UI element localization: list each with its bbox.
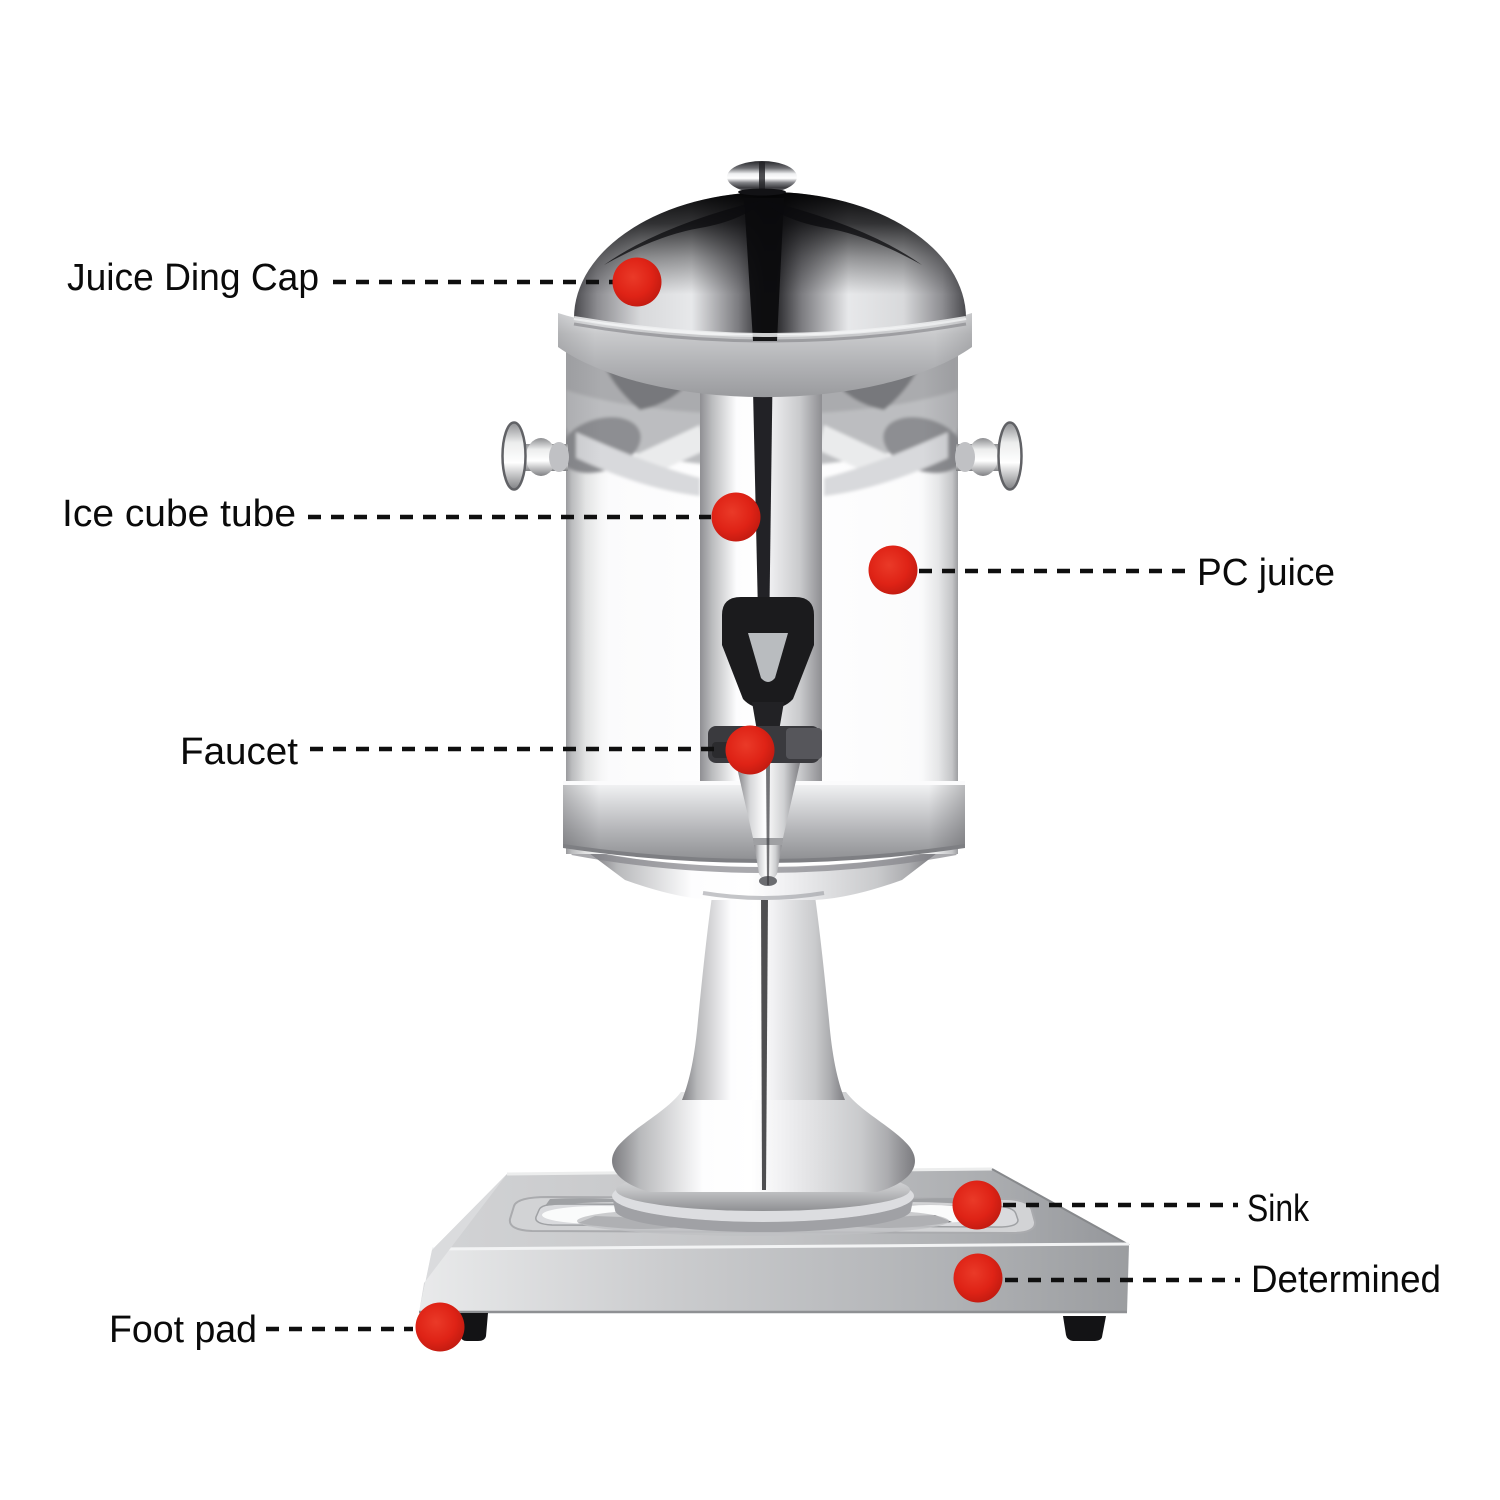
- svg-text:PC juice: PC juice: [1197, 552, 1335, 594]
- svg-text:Juice Ding Cap: Juice Ding Cap: [67, 257, 319, 299]
- svg-text:Sink: Sink: [1247, 1188, 1310, 1230]
- svg-text:Determined: Determined: [1251, 1259, 1441, 1301]
- svg-text:Foot pad: Foot pad: [109, 1309, 257, 1351]
- svg-text:Ice cube tube: Ice cube tube: [62, 493, 296, 535]
- svg-text:Faucet: Faucet: [180, 731, 298, 773]
